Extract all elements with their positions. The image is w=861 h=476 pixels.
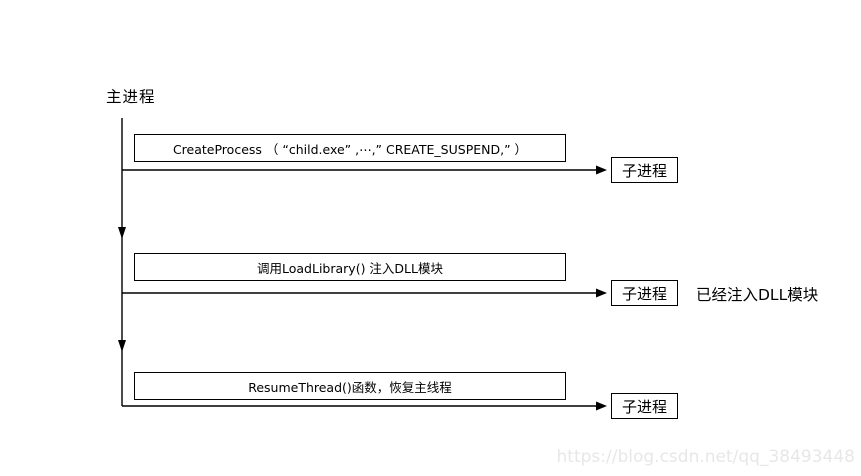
child-process-box-3: 子进程 [611, 393, 678, 419]
watermark-text: https://blog.csdn.net/qq_38493448 [556, 447, 855, 467]
step-box-loadlibrary: 调用LoadLibrary() 注入DLL模块 [134, 253, 566, 281]
step-box-resumethread: ResumeThread()函数，恢复主线程 [134, 372, 566, 400]
down-arrow-icon [118, 340, 126, 352]
dll-injected-note: 已经注入DLL模块 [696, 286, 819, 304]
right-arrow-icon [596, 288, 607, 298]
child-process-box-2: 子进程 [611, 280, 678, 306]
down-arrow-icon [118, 227, 126, 239]
child-process-box-1: 子进程 [611, 157, 678, 183]
right-arrow-icon [596, 401, 607, 411]
step-box-createprocess: CreateProcess （ “child.exe” ,⋯,” CREATE_… [134, 134, 566, 162]
right-arrow-icon [596, 165, 607, 175]
main-process-label: 主进程 [106, 88, 156, 106]
